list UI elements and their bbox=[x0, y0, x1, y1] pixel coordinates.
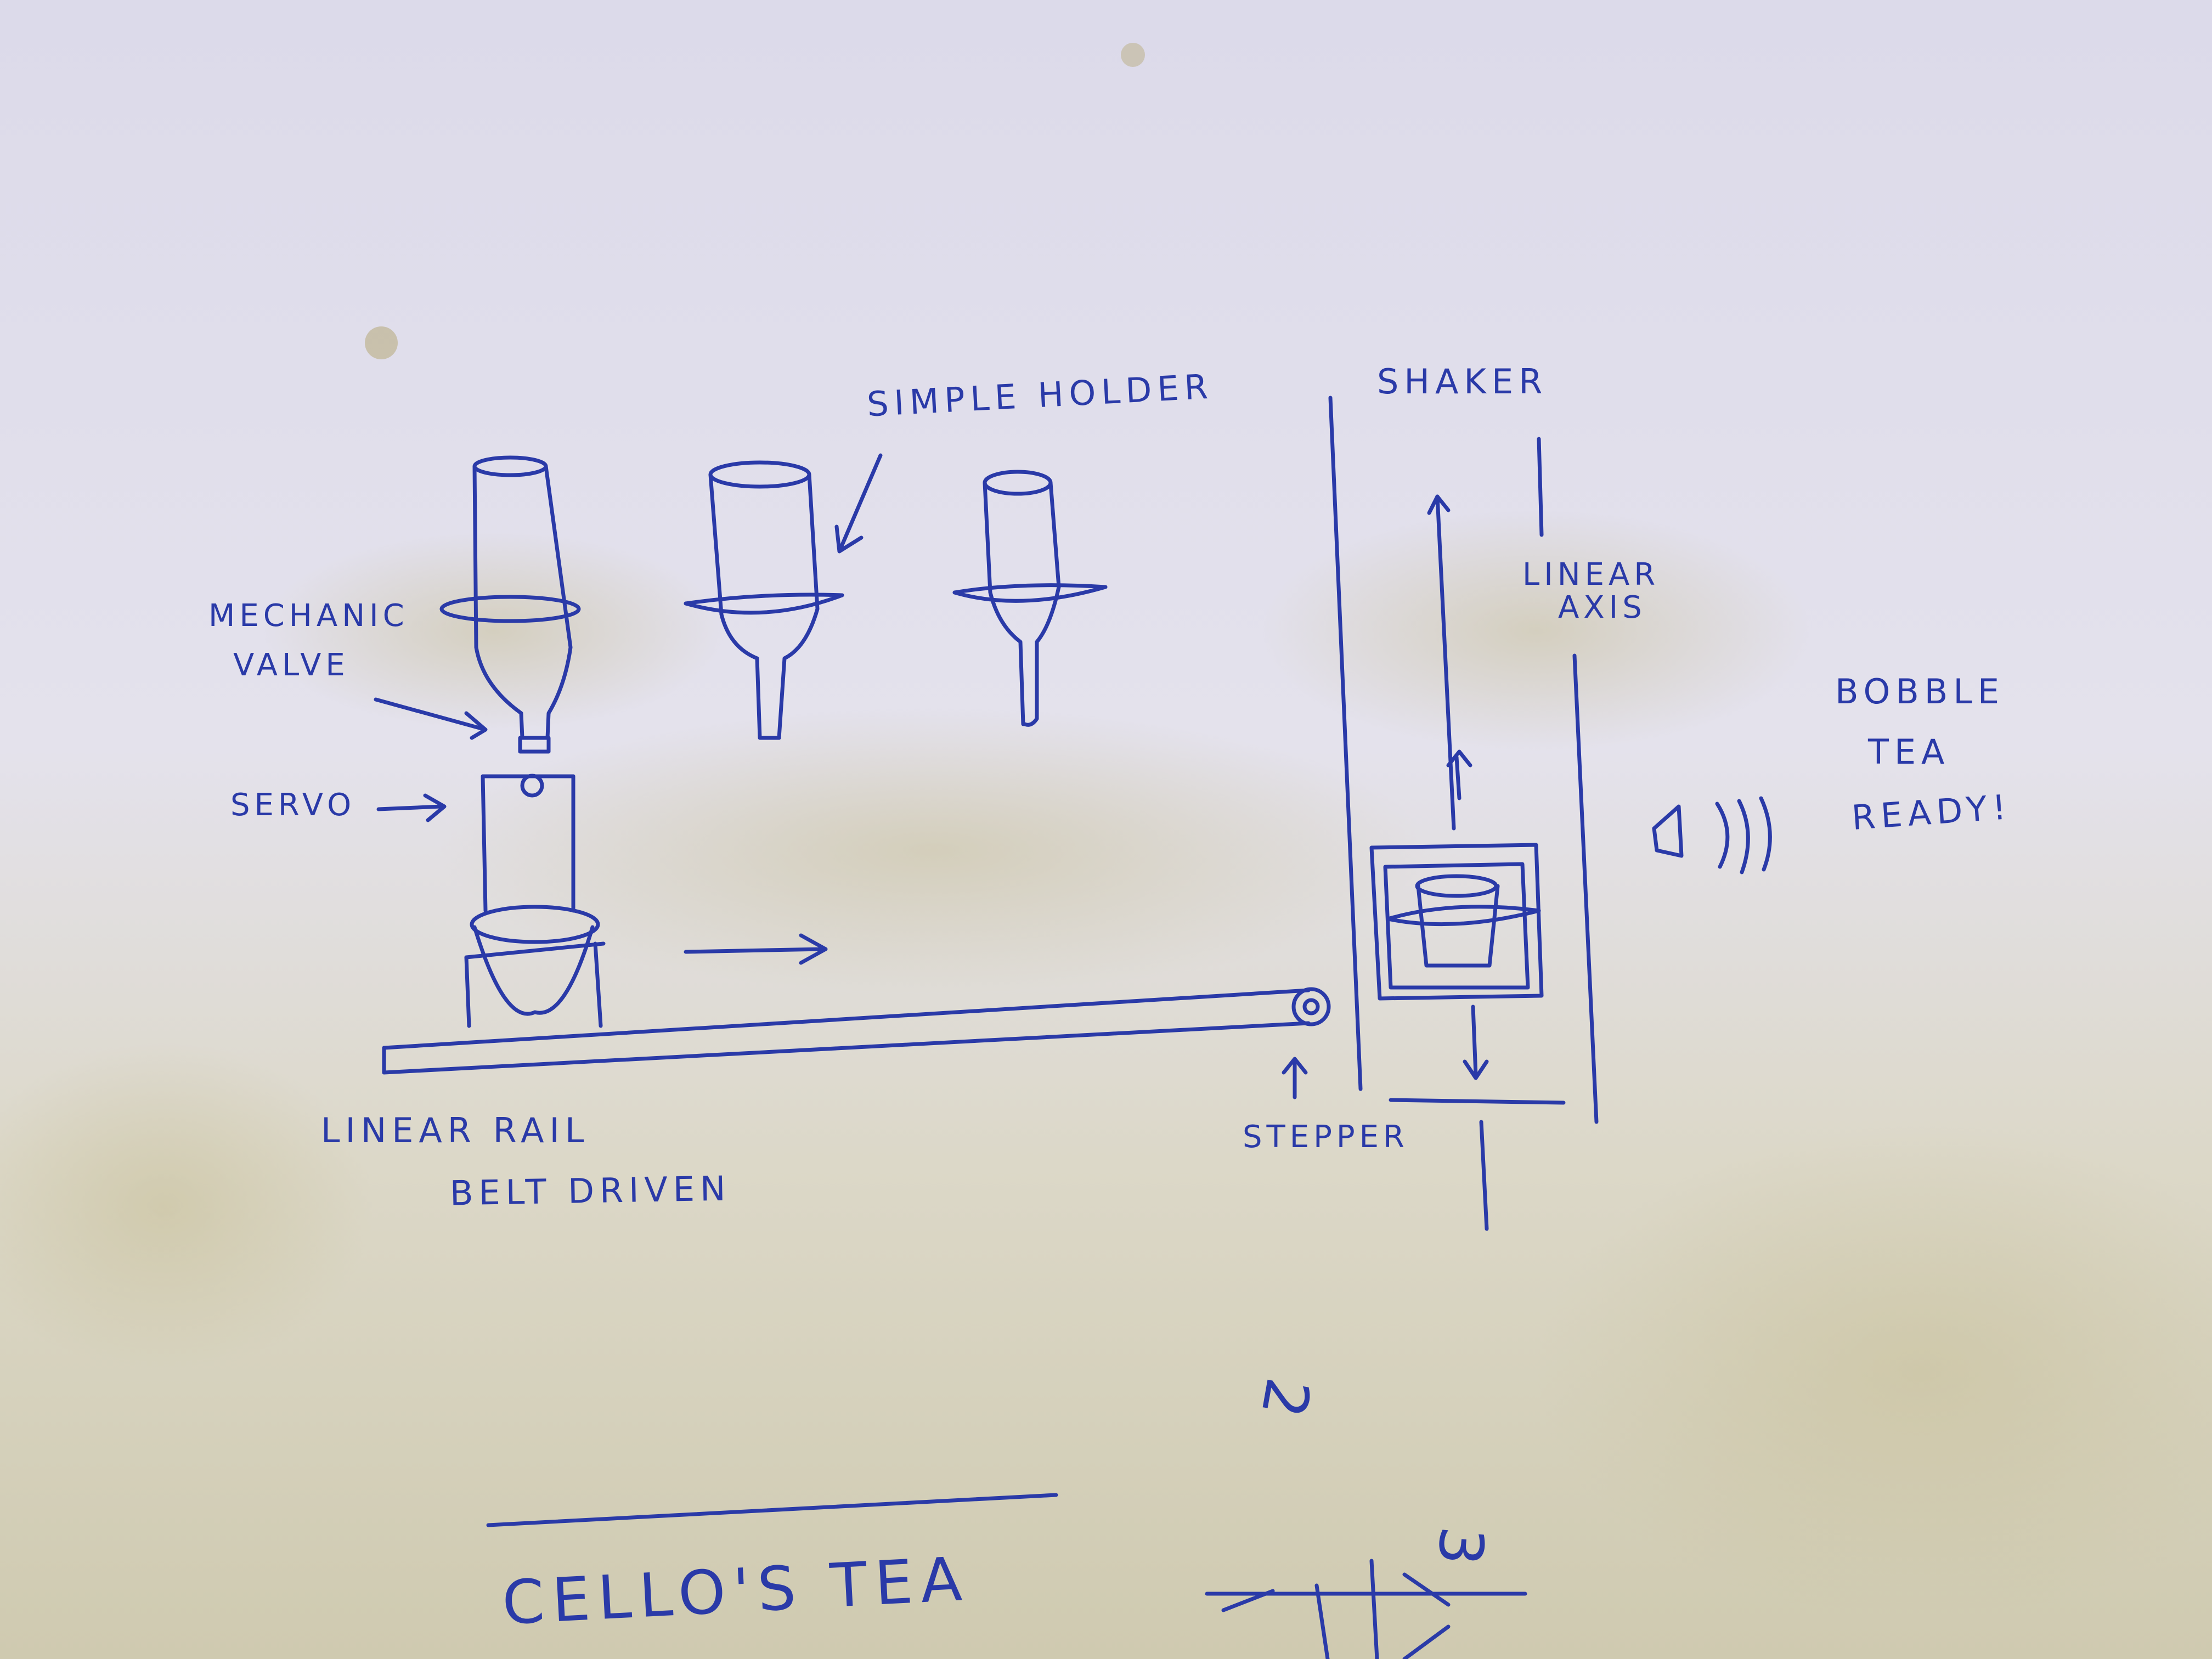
shaker-label: SHAKER bbox=[1377, 362, 1548, 402]
direction-arrow bbox=[684, 933, 828, 965]
ready-label: READY! bbox=[1850, 786, 2013, 838]
bottle-1 bbox=[439, 455, 581, 754]
mechanic-label: MECHANIC bbox=[208, 598, 409, 634]
stains bbox=[0, 43, 2212, 1618]
speaker-icon bbox=[1652, 796, 1772, 874]
bobble-label: BOBBLE bbox=[1835, 672, 2005, 712]
valve-label: VALVE bbox=[233, 647, 349, 683]
bottle-3 bbox=[952, 470, 1108, 727]
linear-rail-label: LINEAR RAIL bbox=[321, 1110, 590, 1150]
mechanic-valve-arrow bbox=[374, 697, 488, 740]
stepper-label: STEPPER bbox=[1243, 1119, 1409, 1155]
simple-holder-arrow bbox=[834, 453, 883, 554]
belt-driven-label: BELT DRIVEN bbox=[449, 1168, 731, 1214]
servo-label: SERVO bbox=[230, 787, 356, 823]
dimension-sketch bbox=[1205, 1559, 1527, 1659]
tea-label: TEA bbox=[1868, 732, 1950, 772]
linear-axis-label-2: AXIS bbox=[1558, 590, 1646, 625]
bottle-2 bbox=[684, 460, 844, 740]
shaker-housing bbox=[1328, 396, 1599, 1231]
linear-rail bbox=[382, 987, 1331, 1075]
footer-underline bbox=[486, 1493, 1058, 1527]
stepper-arrow bbox=[1282, 1057, 1308, 1099]
servo-cup-holder bbox=[464, 774, 606, 1028]
stepper-pulley bbox=[1291, 987, 1331, 1026]
linear-axis-label-1: LINEAR bbox=[1522, 557, 1660, 592]
dimension-b-label: 3 bbox=[1423, 1523, 1498, 1576]
servo-arrow bbox=[376, 793, 447, 822]
